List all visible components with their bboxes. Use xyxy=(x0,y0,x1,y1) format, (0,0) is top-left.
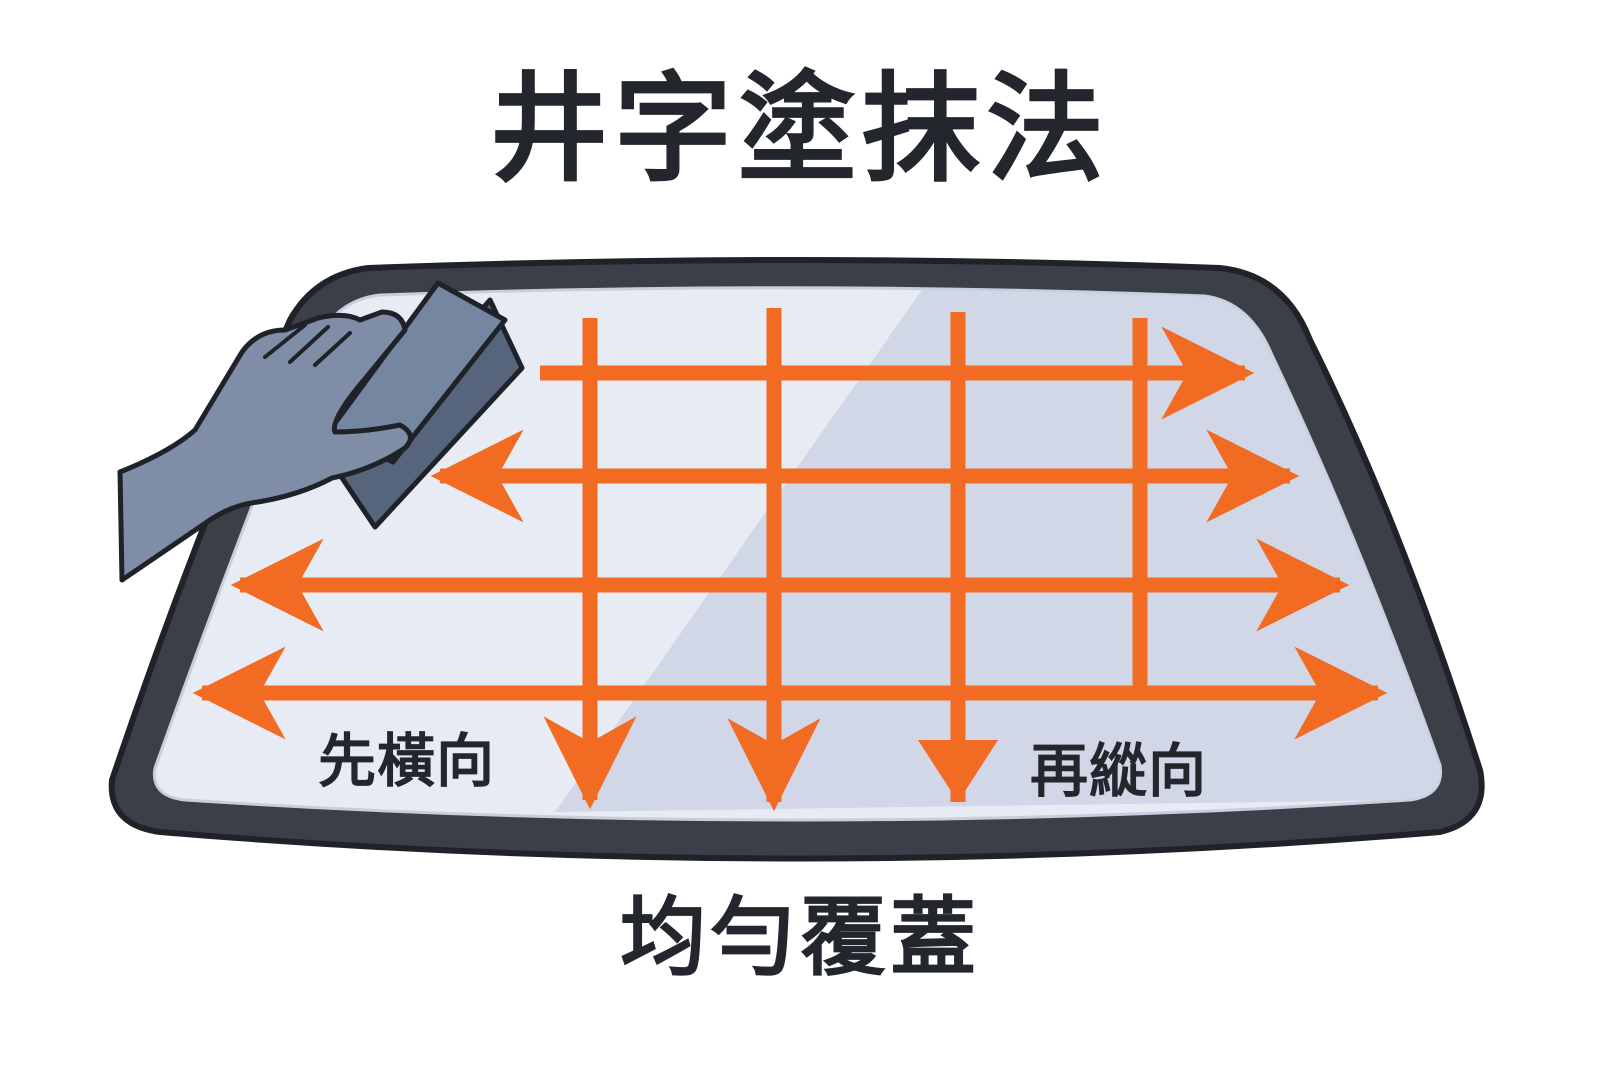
horizontal-first-label: 先橫向 xyxy=(318,727,496,795)
vertical-strokes xyxy=(543,308,1148,812)
gloved-hand-icon xyxy=(117,309,413,583)
horizontal-strokes xyxy=(192,326,1388,740)
vertical-then-label: 再縱向 xyxy=(1030,737,1208,805)
page-title: 井字塗抹法 xyxy=(489,60,1110,198)
vertical-arrowhead-3 xyxy=(918,740,998,802)
caption-even-coverage: 均勻覆蓋 xyxy=(620,888,980,988)
